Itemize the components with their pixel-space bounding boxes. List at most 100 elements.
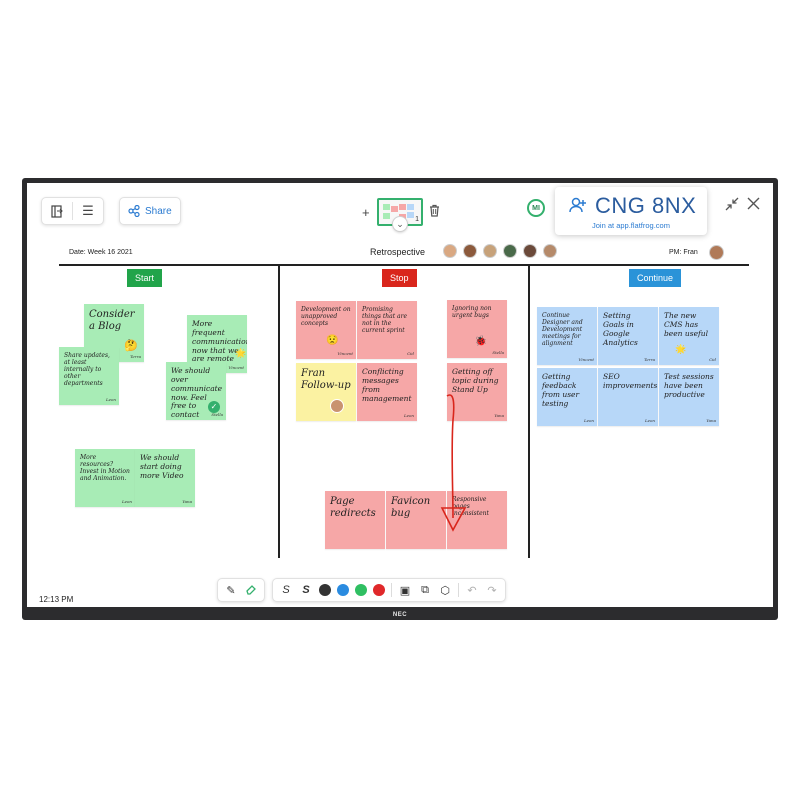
color-swatch-black[interactable] <box>319 584 331 596</box>
sticky-note[interactable]: We should over communicate now. Feel fre… <box>166 362 226 420</box>
sticky-note[interactable]: Ignoring non urgent bugs 🐞 Stella <box>447 300 507 358</box>
toolbar-divider <box>458 583 459 597</box>
toolbar-divider <box>72 202 73 220</box>
avatar <box>503 244 517 258</box>
add-page-icon[interactable]: + <box>362 205 370 220</box>
avatar <box>483 244 497 258</box>
sticky-note[interactable]: Share updates, at least internally to ot… <box>59 347 119 405</box>
file-menu-group: ☰ <box>41 197 104 225</box>
note-author: Yana <box>494 413 504 419</box>
add-user-icon <box>569 197 587 217</box>
sticky-note[interactable]: Continue Designer and Development meetin… <box>537 307 597 365</box>
note-author: Leon <box>121 499 132 505</box>
sticky-note[interactable]: Test sessions have been productive Yana <box>659 368 719 426</box>
join-code-card[interactable]: CNG 8NX Join at app.flatfrog.com <box>555 187 707 235</box>
chevron-down-icon[interactable]: ⌄ <box>392 216 408 232</box>
note-author: Yana <box>182 499 192 505</box>
join-url[interactable]: Join at app.flatfrog.com <box>592 221 670 230</box>
trash-icon[interactable] <box>429 204 440 220</box>
thinking-emoji-icon: 🤔 <box>124 339 138 352</box>
note-text: Consider a Blog <box>89 309 135 332</box>
mode-toggle-group: ✎ <box>217 578 265 602</box>
share-button[interactable]: Share <box>119 197 181 225</box>
note-author: Leon <box>644 418 655 424</box>
copy-icon[interactable]: ⧉ <box>421 583 429 596</box>
star-emoji-icon: 🌟 <box>235 349 247 359</box>
color-swatch-blue[interactable] <box>337 584 349 596</box>
room-code: CNG 8NX <box>595 193 697 218</box>
sticky-note[interactable]: More resources? Invest in Motion and Ani… <box>75 449 135 507</box>
note-author: Terra <box>644 357 655 363</box>
color-swatch-red[interactable] <box>373 584 385 596</box>
redo-icon[interactable]: ↷ <box>487 584 497 597</box>
user-avatar[interactable]: MI <box>527 199 545 217</box>
menu-icon[interactable]: ☰ <box>82 203 94 218</box>
note-text: Continue Designer and Development meetin… <box>542 312 583 348</box>
column-divider <box>278 266 280 558</box>
note-text: Test sessions have been productive <box>664 372 714 399</box>
shapes-icon[interactable]: ⬡ <box>440 584 450 597</box>
thin-pen-icon[interactable]: S <box>282 584 290 596</box>
toolbar-divider <box>391 583 392 597</box>
sticky-note[interactable]: SEO improvements Leon <box>598 368 658 426</box>
note-text: More resources? Invest in Motion and Ani… <box>80 454 130 483</box>
undo-icon[interactable]: ↶ <box>467 584 477 597</box>
sticky-note[interactable]: We should start doing more Video Yana <box>135 449 195 507</box>
worried-emoji-icon: 😟 <box>326 335 339 346</box>
pen-icon[interactable]: ✎ <box>226 584 236 597</box>
sticky-note[interactable]: Promising things that are not in the cur… <box>357 301 417 359</box>
sticky-note[interactable]: Favicon bug <box>386 491 446 549</box>
sticky-note[interactable]: Page redirects <box>325 491 385 549</box>
note-text: Conflicting messages from management <box>362 367 412 403</box>
sticky-note[interactable]: Fran Follow-up <box>296 363 356 421</box>
drawn-arrow[interactable] <box>439 390 469 540</box>
note-text: Share updates, at least internally to ot… <box>64 352 110 388</box>
note-author: Stella <box>211 412 223 418</box>
clock: 12:13 PM <box>39 595 74 604</box>
note-text: We should start doing more Video <box>140 453 184 480</box>
sticky-note[interactable]: The new CMS has been useful 🌟 Cid <box>659 307 719 365</box>
note-text: Getting off topic during Stand Up <box>452 367 499 394</box>
participant-avatars <box>443 244 557 258</box>
column-divider <box>528 266 530 558</box>
avatar <box>443 244 457 258</box>
image-icon[interactable]: ▣ <box>399 584 411 597</box>
checkmark-icon: ✓ <box>208 401 220 413</box>
note-text: Responsive pages inconsistent <box>452 496 489 518</box>
color-swatch-green[interactable] <box>355 584 367 596</box>
note-text: Page redirects <box>330 496 376 519</box>
note-text: Promising things that are not in the cur… <box>362 306 408 335</box>
star-emoji-icon: 🌟 <box>675 345 687 355</box>
note-author: Vincent <box>228 365 244 371</box>
note-author: Leon <box>105 397 116 403</box>
thick-pen-icon[interactable]: S <box>302 584 310 596</box>
note-text: Getting feedback from user testing <box>542 372 580 408</box>
note-author: Terra <box>130 354 141 360</box>
pm-avatar <box>709 245 724 260</box>
note-author: Leon <box>583 418 594 424</box>
note-author: Stella <box>492 350 504 356</box>
note-text: Setting Goals in Google Analytics <box>603 311 638 347</box>
drawing-toolbar: S S ▣ ⧉ ⬡ ↶ ↷ <box>272 578 506 602</box>
sticky-note[interactable]: Getting feedback from user testing Leon <box>537 368 597 426</box>
note-author: Leon <box>403 413 414 419</box>
minimize-icon[interactable] <box>725 197 739 214</box>
export-icon[interactable] <box>42 198 72 224</box>
sticky-note[interactable]: Conflicting messages from management Leo… <box>357 363 417 421</box>
share-icon <box>128 198 140 224</box>
note-author: Vincent <box>578 357 594 363</box>
column-label-continue: Continue <box>629 269 682 287</box>
sticky-note[interactable]: Setting Goals in Google Analytics Terra <box>598 307 658 365</box>
sticky-note[interactable]: Development on unapproved concepts 😟 Vin… <box>296 301 356 359</box>
whiteboard-screen: ☰ Share + 1 ⌄ MI <box>27 183 773 607</box>
avatar <box>543 244 557 258</box>
note-text: Development on unapproved concepts <box>301 306 351 328</box>
board-pm: PM: Fran <box>669 249 698 256</box>
close-icon[interactable] <box>747 197 760 213</box>
eraser-icon[interactable] <box>244 583 258 598</box>
note-author: Cid <box>709 357 716 363</box>
sticky-note[interactable]: Getting off topic during Stand Up Yana <box>447 363 507 421</box>
sticky-note[interactable]: Responsive pages inconsistent <box>447 491 507 549</box>
note-author: Cid <box>407 351 414 357</box>
note-text: SEO improvements <box>603 372 658 390</box>
